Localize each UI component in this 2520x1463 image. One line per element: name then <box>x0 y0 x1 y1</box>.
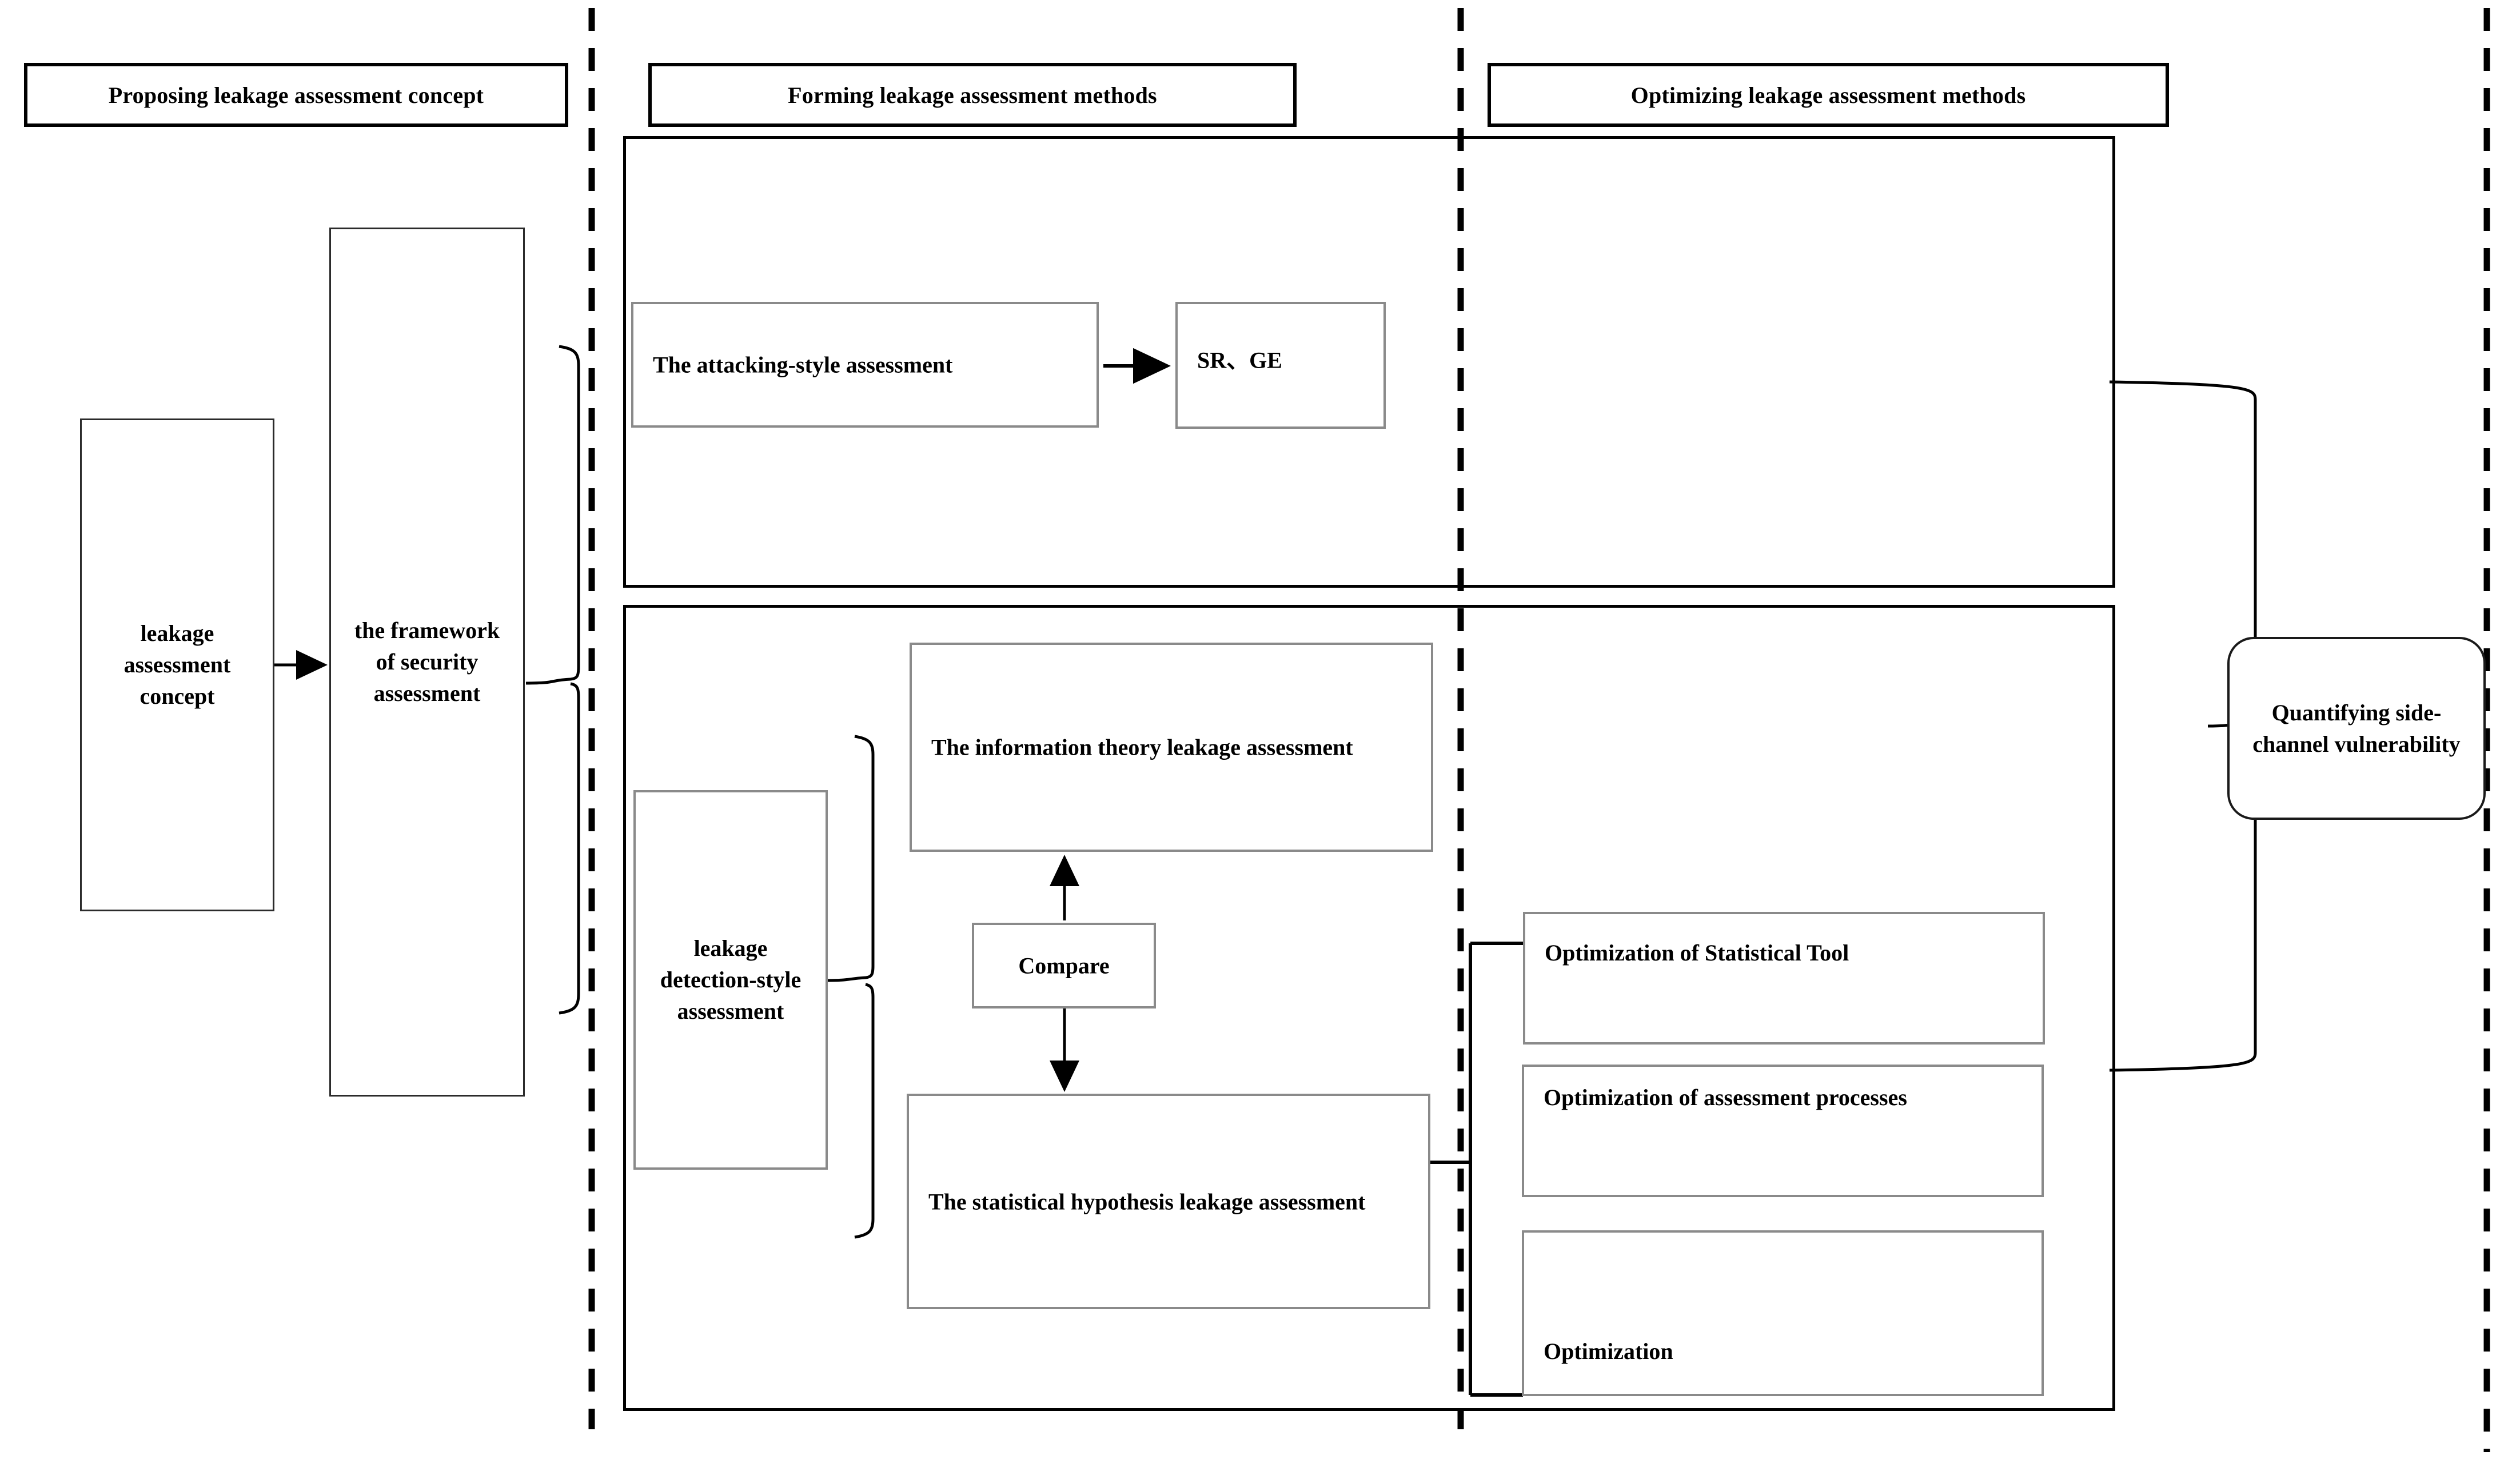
node-optimization-of-statistical-tool[interactable]: Optimization of Statistical Tool <box>1523 912 2045 1045</box>
node-optimization-of-statistical-tool-label: Optimization of Statistical Tool <box>1545 940 1849 966</box>
stage-header-forming: Forming leakage assessment methods <box>648 63 1297 127</box>
node-attacking-style-assessment-label: The attacking-style assessment <box>653 352 953 378</box>
node-framework-of-security-assessment[interactable]: the framework of security assessment <box>329 228 525 1097</box>
node-information-theory-leakage-assessment[interactable]: The information theory leakage assessmen… <box>910 643 1433 852</box>
stage-header-proposing: Proposing leakage assessment concept <box>24 63 568 127</box>
node-optimization-label: Optimization <box>1544 1338 1673 1364</box>
node-optimization-of-assessment-processes-label: Optimization of assessment processes <box>1544 1085 1907 1110</box>
node-compare[interactable]: Compare <box>972 923 1156 1008</box>
node-sr-ge-metrics[interactable]: SR、GE <box>1175 302 1386 429</box>
stage-header-forming-label: Forming leakage assessment methods <box>788 82 1157 108</box>
panel-detection-group <box>623 605 2115 1411</box>
node-statistical-hypothesis-leakage-assessment-label: The statistical hypothesis leakage asses… <box>928 1188 1366 1214</box>
node-compare-label: Compare <box>1018 952 1110 979</box>
node-leakage-assessment-concept[interactable]: leakage assessment concept <box>80 418 274 911</box>
node-leakage-detection-style-assessment[interactable]: leakage detection-style assessment <box>633 790 828 1170</box>
node-framework-of-security-assessment-label: the framework of security assessment <box>354 617 500 707</box>
stage-header-proposing-label: Proposing leakage assessment concept <box>108 82 484 108</box>
node-leakage-detection-style-assessment-label: leakage detection-style assessment <box>660 935 802 1025</box>
node-quantifying-side-channel-vulnerability[interactable]: Quantifying side-channel vulnerability <box>2227 637 2486 820</box>
node-attacking-style-assessment[interactable]: The attacking-style assessment <box>631 302 1099 428</box>
stage-header-optimizing: Optimizing leakage assessment methods <box>1488 63 2169 127</box>
node-statistical-hypothesis-leakage-assessment[interactable]: The statistical hypothesis leakage asses… <box>907 1094 1430 1309</box>
node-optimization-of-assessment-processes[interactable]: Optimization of assessment processes <box>1522 1065 2044 1197</box>
node-information-theory-leakage-assessment-label: The information theory leakage assessmen… <box>931 734 1353 760</box>
panel-attacking-group <box>623 136 2115 588</box>
node-sr-ge-metrics-label: SR、GE <box>1197 347 1282 373</box>
brace-framework-split <box>525 345 580 1015</box>
node-quantifying-side-channel-vulnerability-label: Quantifying side-channel vulnerability <box>2252 699 2461 757</box>
stage-header-optimizing-label: Optimizing leakage assessment methods <box>1630 82 2026 108</box>
node-leakage-assessment-concept-label: leakage assessment concept <box>123 620 231 709</box>
node-optimization[interactable]: Optimization <box>1522 1230 2044 1396</box>
